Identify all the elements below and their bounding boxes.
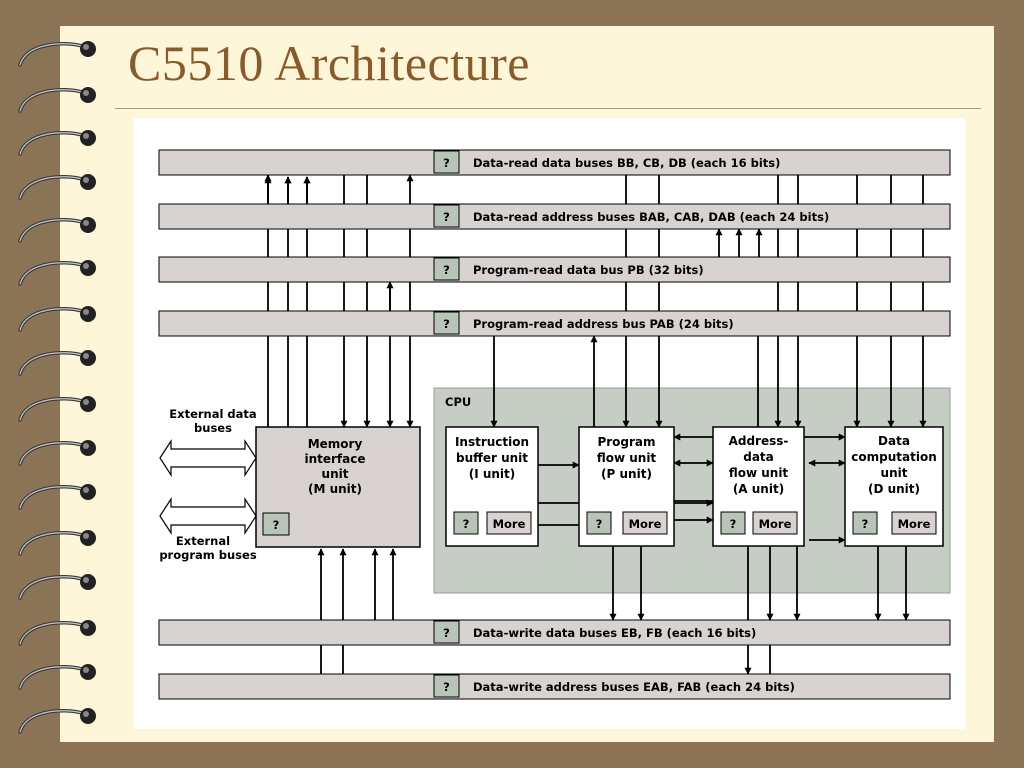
binding-ring	[18, 130, 96, 156]
external-program-arrow	[159, 496, 257, 536]
memory-unit-line-2: interface	[304, 452, 365, 466]
external-data-buses: External data buses	[159, 407, 257, 478]
architecture-diagram: CPU ? Data-read data buses BB, CB, DB (ea…	[133, 118, 965, 729]
binding-ring	[18, 217, 96, 243]
data-computation-unit: Data computation unit (D unit)? More	[844, 426, 944, 547]
binding-ring	[18, 620, 96, 646]
program-flow-unit: Program flow unit (P unit)? More	[578, 426, 675, 547]
unit-label-line: (I unit)	[469, 467, 516, 481]
title-divider	[115, 108, 981, 109]
bus-label: Data-read address buses BAB, CAB, DAB (e…	[473, 210, 829, 224]
binding-ring	[18, 484, 96, 510]
unit-label-line: flow unit	[597, 451, 657, 465]
unit-more-label: More	[493, 517, 526, 531]
diagram-svg: CPU ? Data-read data buses BB, CB, DB (ea…	[158, 149, 951, 700]
unit-more-button[interactable]: More	[752, 511, 798, 535]
unit-label-line: unit	[881, 466, 908, 480]
unit-more-button[interactable]: More	[486, 511, 532, 535]
memory-interface-unit: Memory interface unit (M unit) ?	[255, 426, 421, 548]
unit-help-button[interactable]: ?	[586, 511, 612, 535]
binding-ring	[18, 396, 96, 422]
binding-ring	[18, 41, 96, 67]
external-program-line-1: External	[176, 534, 230, 548]
unit-label-line: Address-	[729, 434, 789, 448]
unit-help-label: ?	[730, 517, 737, 531]
binding-ring	[18, 708, 96, 734]
binding-ring	[18, 664, 96, 690]
binding-ring	[18, 574, 96, 600]
unit-label-line: (A unit)	[733, 482, 784, 496]
memory-unit-help-button[interactable]: ?	[262, 512, 290, 536]
bus-help-label: ?	[443, 317, 450, 331]
bus-label: Program-read address bus PAB (24 bits)	[473, 317, 734, 331]
bus-label: Data-read data buses BB, CB, DB (each 16…	[473, 156, 780, 170]
bus-help-button[interactable]: ?	[433, 257, 460, 281]
bus-help-label: ?	[443, 263, 450, 277]
bus-label: Program-read data bus PB (32 bits)	[473, 263, 704, 277]
binding-ring	[18, 260, 96, 286]
spiral-binding	[18, 41, 96, 734]
bus-label: Data-write address buses EAB, FAB (each …	[473, 680, 795, 694]
bus-help-label: ?	[443, 626, 450, 640]
unit-help-button[interactable]: ?	[720, 511, 746, 535]
bus-2: ? Data-read address buses BAB, CAB, DAB (…	[158, 203, 951, 230]
unit-label-line: (P unit)	[601, 467, 652, 481]
cpu-label: CPU	[445, 395, 471, 409]
bus-help-button[interactable]: ?	[433, 311, 460, 335]
instruction-buffer-unit: Instruction buffer unit (I unit)? More	[445, 426, 539, 547]
binding-ring	[18, 306, 96, 332]
unit-help-label: ?	[463, 517, 470, 531]
unit-label-line: (D unit)	[868, 482, 920, 496]
external-program-line-2: program buses	[159, 548, 257, 562]
binding-ring	[18, 87, 96, 113]
unit-label-line: Data	[878, 434, 910, 448]
bus-4: ? Program-read address bus PAB (24 bits)	[158, 310, 951, 337]
bus-help-button[interactable]: ?	[433, 150, 460, 174]
slide-title: C5510 Architecture	[128, 35, 530, 91]
unit-help-label: ?	[596, 517, 603, 531]
unit-more-label: More	[898, 517, 931, 531]
bus-help-label: ?	[443, 210, 450, 224]
bus-help-button[interactable]: ?	[433, 204, 460, 228]
bus-6: ? Data-write address buses EAB, FAB (each…	[158, 673, 951, 700]
binding-ring	[18, 440, 96, 466]
unit-more-button[interactable]: More	[891, 511, 937, 535]
bus-1: ? Data-read data buses BB, CB, DB (each 1…	[158, 149, 951, 176]
bus-help-button[interactable]: ?	[433, 620, 460, 644]
unit-help-label: ?	[862, 517, 869, 531]
memory-unit-line-1: Memory	[308, 437, 363, 451]
unit-help-button[interactable]: ?	[453, 511, 479, 535]
binding-ring	[18, 530, 96, 556]
bus-help-button[interactable]: ?	[433, 674, 460, 698]
unit-more-label: More	[759, 517, 792, 531]
unit-label-line: flow unit	[729, 466, 789, 480]
binding-ring	[18, 350, 96, 376]
memory-unit-line-4: (M unit)	[308, 482, 362, 496]
external-data-line-1: External data	[169, 407, 256, 421]
memory-unit-line-3: unit	[322, 467, 349, 481]
bus-label: Data-write data buses EB, FB (each 16 bi…	[473, 626, 756, 640]
memory-unit-help-label: ?	[273, 518, 280, 532]
unit-label-line: Instruction	[455, 435, 529, 449]
bus-help-label: ?	[443, 156, 450, 170]
address-data-flow-unit: Address-data flow unit (A unit)? More	[712, 426, 805, 547]
unit-label-line: data	[743, 450, 774, 464]
binding-ring	[18, 174, 96, 200]
bus-help-label: ?	[443, 680, 450, 694]
bus-3: ? Program-read data bus PB (32 bits)	[158, 256, 951, 283]
bus-group: ? Data-read data buses BB, CB, DB (each 1…	[158, 149, 951, 700]
external-data-arrow	[159, 438, 257, 478]
bus-5: ? Data-write data buses EB, FB (each 16 b…	[158, 619, 951, 646]
unit-label-line: Program	[597, 435, 655, 449]
unit-label-line: computation	[851, 450, 936, 464]
unit-more-button[interactable]: More	[622, 511, 668, 535]
unit-label-line: buffer unit	[456, 451, 528, 465]
unit-more-label: More	[629, 517, 662, 531]
external-data-line-2: buses	[194, 421, 232, 435]
unit-help-button[interactable]: ?	[852, 511, 878, 535]
external-program-buses: External program buses	[159, 496, 257, 562]
